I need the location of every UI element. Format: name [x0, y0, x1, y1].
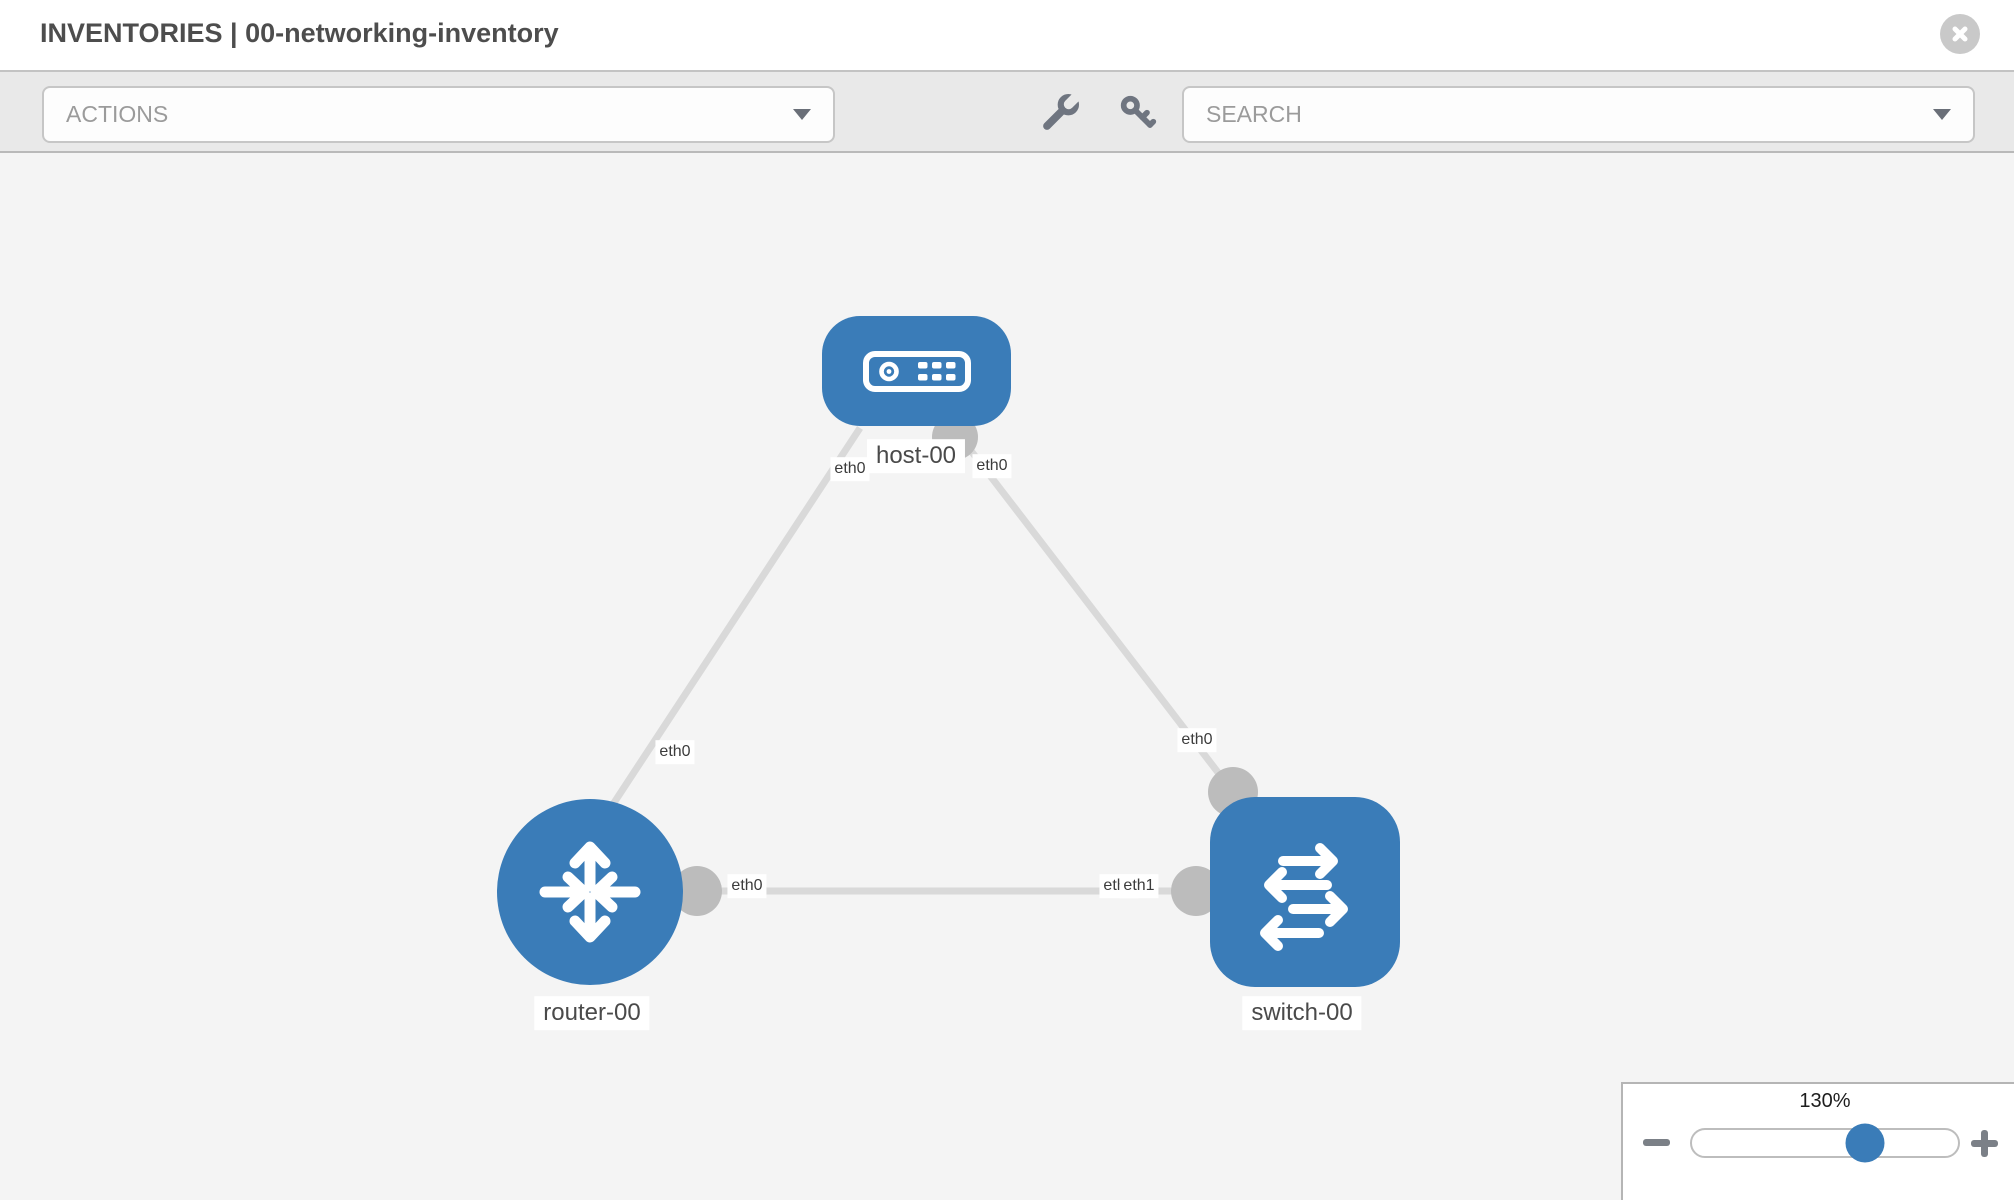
- interface-port-switch-00: [1171, 866, 1221, 916]
- node-router-00[interactable]: [497, 799, 683, 985]
- node-switch-00[interactable]: [1210, 797, 1400, 987]
- interface-label: eth0: [972, 454, 1012, 478]
- link-host-00-router-00: [601, 426, 863, 820]
- zoom-level: 130%: [1799, 1090, 1851, 1112]
- wrench-icon[interactable]: [1038, 89, 1084, 135]
- zoom-slider-handle[interactable]: [1845, 1123, 1885, 1163]
- topology-canvas[interactable]: [0, 153, 2014, 1200]
- header: INVENTORIES | 00-networking-inventory: [0, 0, 2014, 70]
- zoom-in-plus-icon[interactable]: [1969, 1128, 1999, 1158]
- actions-dropdown[interactable]: ACTIONS: [42, 86, 835, 143]
- close-icon: [1950, 24, 1970, 44]
- node-label-switch-00: switch-00: [1242, 996, 1362, 1030]
- chevron-down-icon: [793, 109, 811, 120]
- node-host-00[interactable]: [822, 316, 1011, 426]
- toolbar: ACTIONS: [0, 70, 2014, 153]
- interface-label: eth0: [1177, 728, 1217, 752]
- router-icon: [530, 832, 650, 952]
- search-label: SEARCH: [1206, 101, 1302, 127]
- search-dropdown[interactable]: SEARCH: [1182, 86, 1975, 143]
- interface-label: eth0: [830, 457, 870, 481]
- zoom-slider-track[interactable]: [1690, 1123, 1960, 1163]
- actions-label: ACTIONS: [66, 101, 169, 127]
- chevron-down-icon: [1933, 109, 1951, 120]
- toolbar-icons: [1038, 72, 1160, 151]
- zoom-panel: 130%: [1621, 1082, 2014, 1200]
- page-title: INVENTORIES | 00-networking-inventory: [40, 18, 559, 48]
- host-icon: [861, 347, 973, 395]
- key-icon[interactable]: [1114, 89, 1160, 135]
- switch-icon: [1242, 829, 1368, 955]
- interface-label: eth0: [655, 740, 695, 764]
- zoom-out-minus-icon[interactable]: [1643, 1139, 1670, 1146]
- interface-label: eth0: [727, 874, 767, 898]
- close-button[interactable]: [1940, 14, 1980, 54]
- node-label-host-00: host-00: [866, 439, 966, 473]
- interface-port-router-00: [672, 866, 722, 916]
- interface-label: eth1: [1119, 874, 1159, 898]
- node-label-router-00: router-00: [534, 996, 650, 1030]
